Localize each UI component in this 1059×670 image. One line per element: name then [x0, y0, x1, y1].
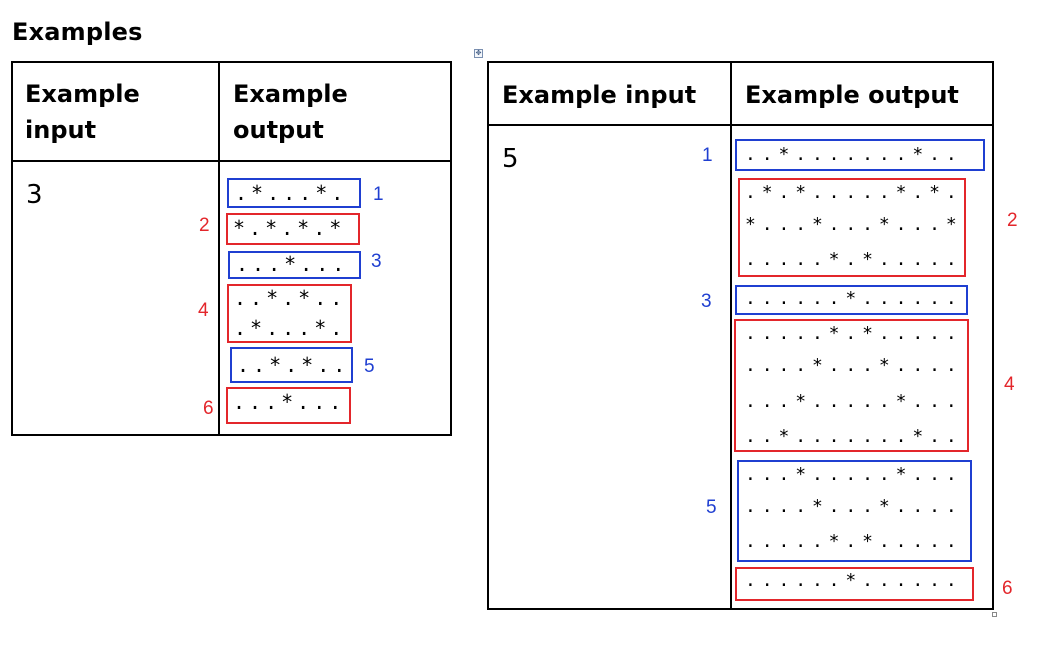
example-input-value: 5 [502, 144, 519, 174]
pattern-row: ...*.....*... [745, 391, 963, 412]
table-border [487, 61, 994, 63]
pattern-row: *...*...*...* [745, 214, 963, 235]
pattern-row: ..*.......*.. [745, 426, 963, 447]
header-example-input: Example input [502, 81, 697, 109]
pattern-row: ......*...... [745, 570, 963, 591]
group-label-4: 4 [198, 300, 209, 321]
pattern-row: .....*.*..... [745, 249, 963, 270]
group-label-1: 1 [373, 184, 384, 205]
group-box-4 [734, 319, 969, 452]
pattern-row: ....*...*.... [745, 496, 963, 517]
group-box-2 [738, 178, 966, 277]
group-label-3: 3 [371, 251, 382, 272]
pattern-row: ...*... [233, 390, 346, 414]
group-label-2: 2 [1007, 210, 1018, 231]
table-border [11, 160, 452, 162]
header-example-input: Example input [25, 80, 140, 144]
pattern-row: ...*... [236, 252, 349, 276]
group-label-4: 4 [1004, 374, 1015, 395]
group-label-6: 6 [203, 398, 214, 419]
page-title: Examples [12, 18, 143, 46]
table-border [11, 61, 13, 436]
header-example-output: Example output [745, 81, 959, 109]
group-box-6 [735, 567, 974, 601]
table-move-handle-icon[interactable]: ✥ [474, 49, 483, 58]
group-box-3 [735, 285, 968, 315]
table-border [992, 61, 994, 610]
group-label-2: 2 [199, 215, 210, 236]
pattern-row: .*...*. [235, 181, 348, 205]
group-label-3: 3 [701, 291, 712, 312]
pattern-row: .....*.*..... [745, 323, 963, 344]
group-box-5 [737, 460, 972, 562]
pattern-row: ..*.*.. [234, 286, 347, 310]
table-border [487, 61, 489, 610]
pattern-row: .*...*. [234, 316, 347, 340]
pattern-row: ..*.......*.. [745, 144, 963, 165]
pattern-row: .*.*.....*.*. [745, 182, 963, 203]
group-box-1 [227, 178, 361, 208]
table-border [487, 608, 994, 610]
pattern-row: ..*.*.. [237, 353, 350, 377]
group-box-1 [735, 139, 985, 171]
group-box-3 [228, 251, 361, 279]
example-input-value: 3 [26, 180, 43, 210]
pattern-row: ......*...... [745, 288, 963, 309]
pattern-row: *.*.*.* [233, 216, 346, 240]
table-border [11, 434, 452, 436]
table-border [450, 61, 452, 436]
table-border [487, 124, 994, 126]
pattern-row: ...*.....*... [745, 464, 963, 485]
pattern-row: ....*...*.... [745, 355, 963, 376]
group-label-5: 5 [364, 356, 375, 377]
header-example-output: Example output [233, 80, 348, 144]
table-border [730, 61, 732, 610]
group-label-1: 1 [702, 145, 713, 166]
group-box-2 [226, 213, 360, 245]
group-label-5: 5 [706, 497, 717, 518]
pattern-row: .....*.*..... [745, 531, 963, 552]
group-box-5 [230, 347, 353, 383]
group-box-4 [227, 284, 352, 343]
table-border [218, 61, 220, 436]
group-label-6: 6 [1002, 578, 1013, 599]
table-border [11, 61, 452, 63]
table-resize-handle[interactable] [992, 612, 997, 617]
group-box-6 [226, 387, 351, 424]
